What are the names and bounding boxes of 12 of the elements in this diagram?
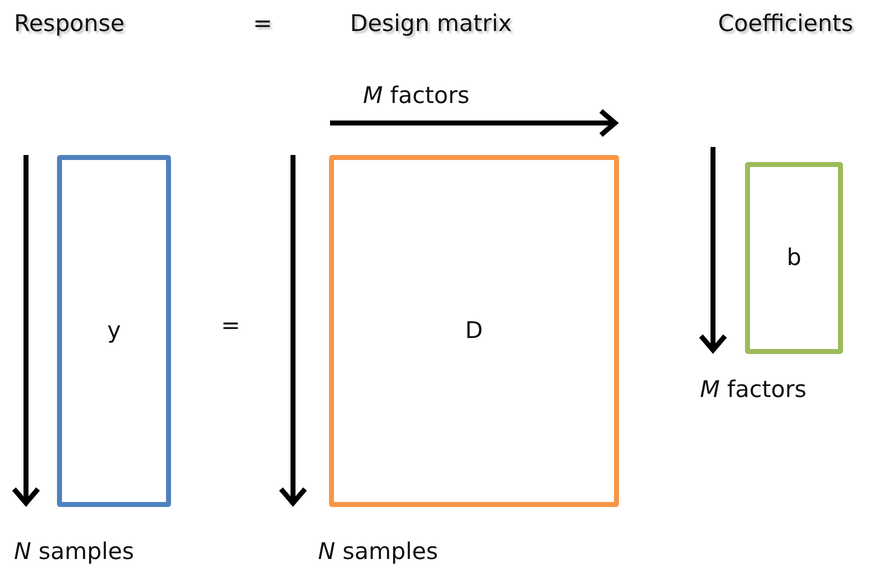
matrix-box: y [57,155,171,507]
equals-sign: = [221,312,240,340]
heading-text: Response [14,10,124,38]
heading-text: Design matrix [350,10,512,38]
equals-sign: = [253,10,272,38]
dimension-label: N samples [318,538,438,566]
heading-text: Coefficients [718,10,854,38]
dimension-label: M factors [363,82,470,110]
dimension-label: N samples [14,538,134,566]
matrix-box: D [329,155,619,507]
dimension-label: M factors [700,376,807,404]
matrix-box: b [745,162,843,354]
